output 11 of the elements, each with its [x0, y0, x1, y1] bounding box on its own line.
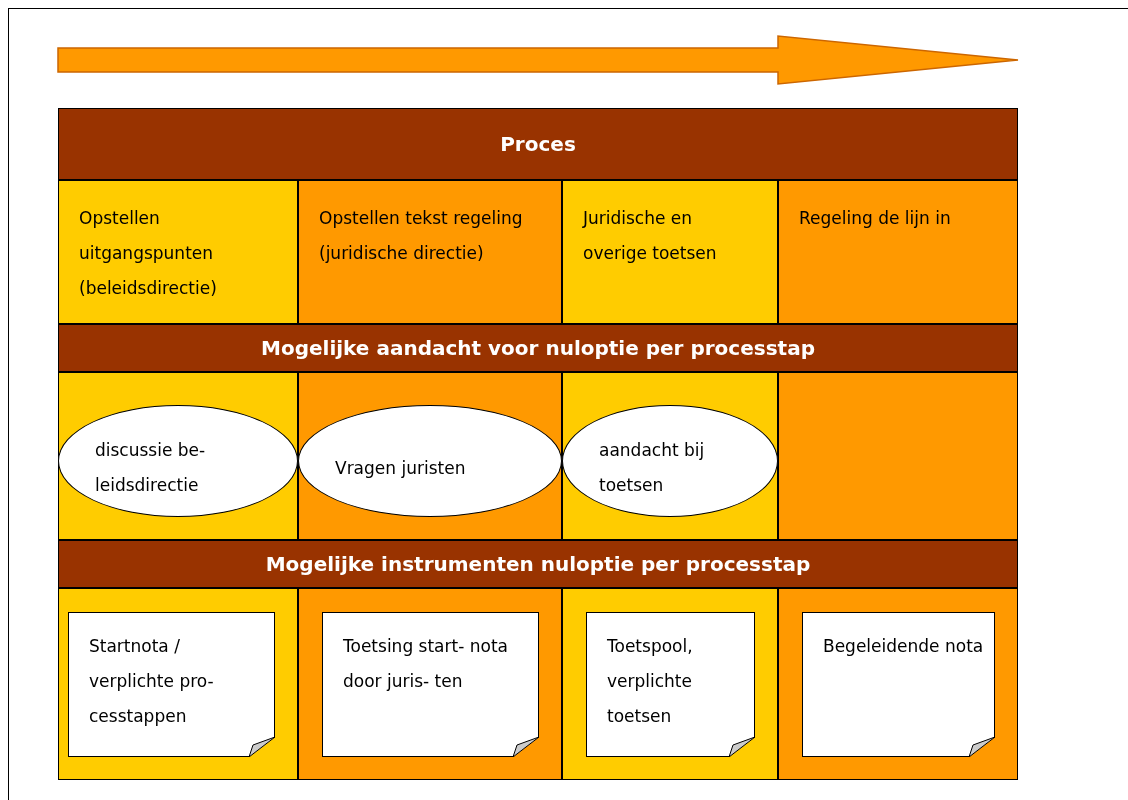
note-card: Toetspool, verplichte toetsen [586, 612, 755, 757]
section-band: Mogelijke aandacht voor nuloptie per processtap [58, 324, 1018, 372]
process-step-cell: Opstellen tekst regeling (juridische directie) [298, 180, 562, 324]
process-step-cell: Juridische en overige toetsen [562, 180, 778, 324]
note-card: Startnota / verplichte pro- cesstappen [68, 612, 275, 757]
process-step-cell: Regeling de lijn in [778, 180, 1018, 324]
note-card: Toetsing start- nota door juris- ten [322, 612, 539, 757]
note-card: Begeleidende nota [802, 612, 995, 757]
process-step-cell: Opstellen uitgangspunten (beleidsdirectie) [58, 180, 298, 324]
section-band: Mogelijke instrumenten nuloptie per processtap [58, 540, 1018, 588]
section-band: Proces [58, 108, 1018, 180]
